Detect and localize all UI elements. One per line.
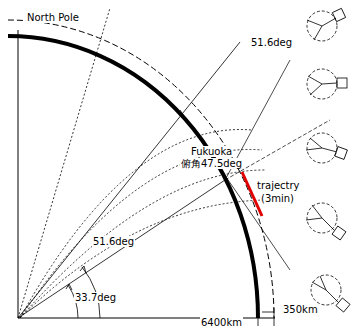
- dotted-curve: [20, 170, 265, 318]
- earth-surface: [8, 36, 258, 318]
- angle-label: 33.7deg: [74, 292, 117, 303]
- angle-label: 51.6deg: [92, 236, 135, 247]
- dimension-label: 350km: [282, 304, 319, 315]
- pole-label: North Pole: [26, 12, 80, 23]
- duration-label: (3min): [260, 193, 295, 204]
- city-label: Fukuoka: [190, 146, 233, 157]
- arrow-head: [80, 266, 86, 273]
- angle-label: 51.6deg: [250, 37, 293, 48]
- dimension-tick: [258, 308, 259, 326]
- dimension-label: 6400km: [200, 317, 243, 328]
- sight-line: [225, 120, 330, 180]
- dotted-curve: [20, 200, 270, 318]
- radial-line: [18, 42, 240, 318]
- pole-axis: [18, 8, 110, 318]
- dotted-curve: [20, 130, 252, 318]
- dimension-tick: [274, 308, 275, 326]
- radial-line: [18, 180, 225, 318]
- trajectory-label: trajectry: [256, 180, 301, 191]
- orbit-arc: [8, 20, 274, 318]
- angle-label: 俯角47.5deg: [180, 158, 243, 169]
- satellite-icons: [306, 8, 350, 312]
- axis-line: [18, 30, 19, 318]
- arrow-head: [66, 284, 72, 290]
- trajectory-line: [242, 172, 262, 216]
- dimension-line: [262, 312, 274, 313]
